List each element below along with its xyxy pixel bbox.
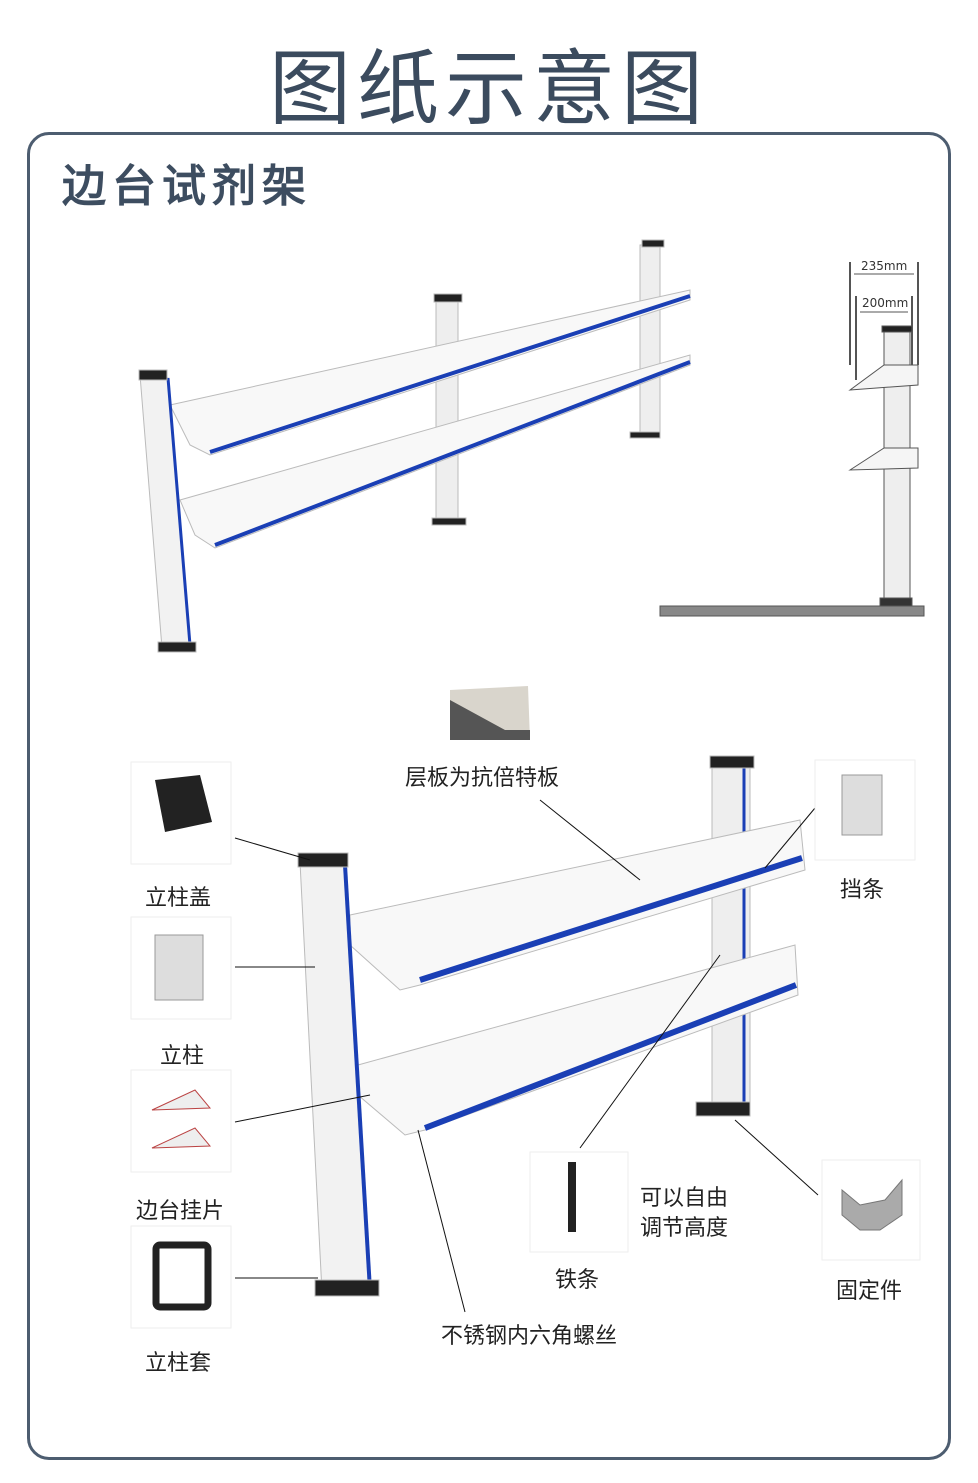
edge-strip-image	[841, 774, 883, 836]
iron-strip-label: 铁条	[555, 1268, 600, 1293]
bracket-image	[151, 1089, 212, 1111]
inner-width-label: 200mm	[862, 296, 909, 310]
post-cap-image	[155, 775, 212, 832]
post-image	[154, 934, 204, 1001]
leader-lines	[234, 799, 819, 1313]
assembled-rack	[138, 239, 691, 653]
page-title: 图纸示意图	[268, 42, 709, 137]
post-cap-label: 立柱盖	[145, 886, 212, 911]
post-sleeve-image	[152, 1241, 212, 1311]
screw-label: 不锈钢内六角螺丝	[441, 1324, 618, 1349]
outer-width-label: 235mm	[861, 259, 908, 273]
fixing-piece-image	[841, 1178, 903, 1231]
content-frame	[27, 132, 951, 1460]
edge-strip-label: 挡条	[840, 878, 885, 903]
adjustable-note-line1: 可以自由	[640, 1186, 729, 1211]
part-thumbnails	[130, 686, 921, 1329]
adjustable-note-line2: 调节高度	[640, 1216, 729, 1241]
post-sleeve-label: 立柱套	[145, 1351, 212, 1376]
fixing-piece-label: 固定件	[836, 1279, 903, 1304]
exploded-rack	[297, 755, 806, 1297]
bracket-label: 边台挂片	[136, 1199, 225, 1224]
post-label: 立柱	[160, 1044, 205, 1069]
side-view-drawing	[659, 262, 925, 617]
iron-strip-image	[568, 1162, 576, 1232]
section-title: 边台试剂架	[62, 161, 312, 212]
shelf-board-label: 层板为抗倍特板	[405, 766, 560, 791]
